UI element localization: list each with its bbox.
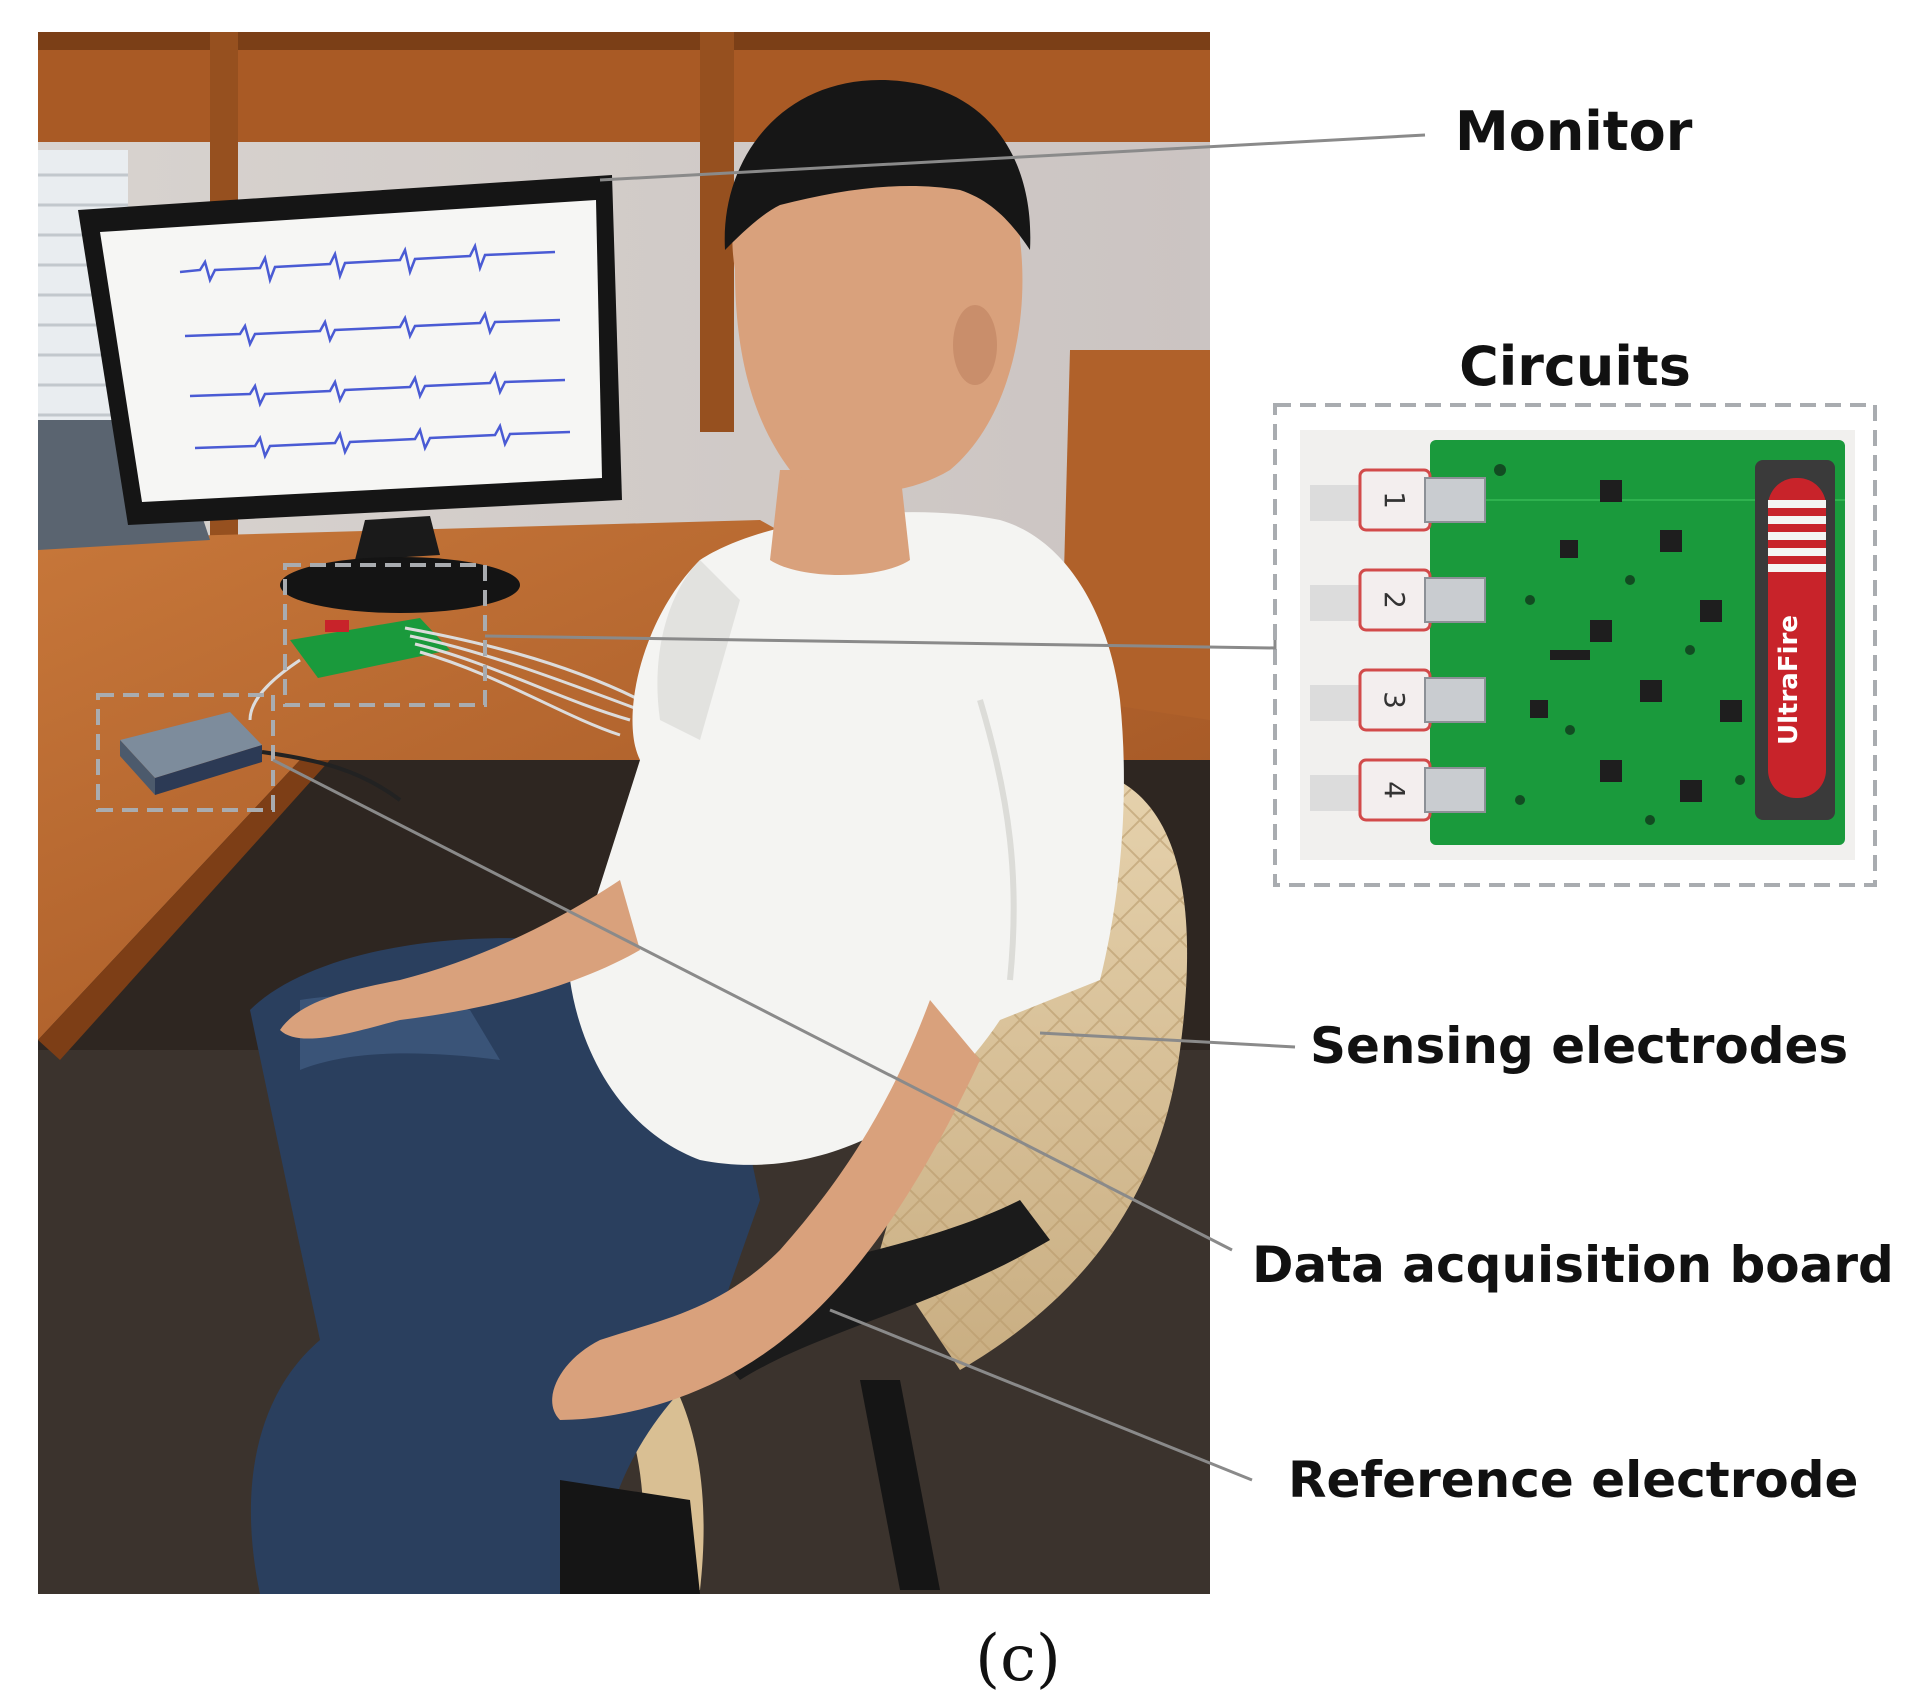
battery-brand: UltraFire xyxy=(1774,615,1804,745)
port-label-3: 3 xyxy=(1378,691,1411,709)
daq-highlight-box xyxy=(96,693,275,812)
panel-label: (c) xyxy=(975,1622,1061,1696)
sensing-leader-line xyxy=(1039,1031,1296,1049)
label-reference-electrode: Reference electrode xyxy=(1288,1451,1858,1509)
participant xyxy=(250,80,1124,1594)
label-circuits: Circuits xyxy=(1459,335,1691,398)
daq-device xyxy=(120,712,402,802)
monitor-signal-traces xyxy=(179,242,571,460)
participant-right-arm xyxy=(552,1000,980,1420)
daq-leader-line xyxy=(272,758,1233,1252)
pcb-port-1: 1 xyxy=(1310,468,1486,532)
circuit-highlight-box xyxy=(283,563,487,707)
port-label-2: 2 xyxy=(1378,591,1411,609)
battery: UltraFire xyxy=(1755,460,1835,820)
electrode-cables xyxy=(248,626,641,737)
circuits-inset: UltraFire 1 2 3 4 xyxy=(1273,403,1877,887)
port-label-1: 1 xyxy=(1378,491,1411,509)
label-sensing-electrodes: Sensing electrodes xyxy=(1310,1017,1848,1075)
pcb-port-4: 4 xyxy=(1310,758,1486,822)
label-monitor: Monitor xyxy=(1455,100,1693,163)
participant-left-arm xyxy=(280,880,640,1039)
setup-photo xyxy=(38,32,1210,1594)
circuits-inset-box xyxy=(1273,403,1877,887)
pcb-port-3: 3 xyxy=(1310,668,1486,732)
monitor-leader-line xyxy=(599,133,1426,182)
pcb xyxy=(1430,440,1845,845)
reference-leader-line xyxy=(829,1308,1253,1482)
circuits-leader-line xyxy=(484,634,1277,650)
label-data-acquisition-board: Data acquisition board xyxy=(1252,1236,1894,1294)
desk-circuit-board xyxy=(248,618,641,737)
port-label-4: 4 xyxy=(1378,781,1411,799)
pcb-port-2: 2 xyxy=(1310,568,1486,632)
monitor xyxy=(78,175,622,613)
